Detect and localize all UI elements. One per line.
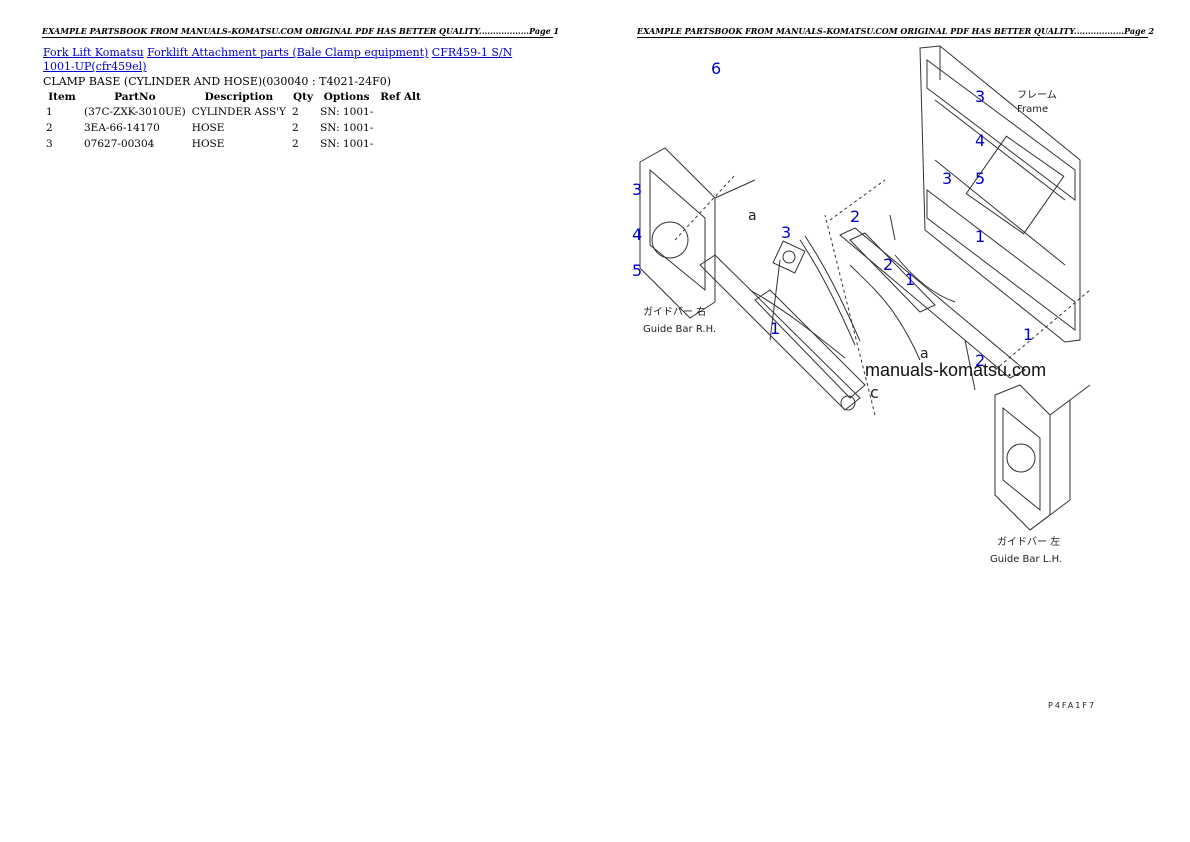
parts-table-header-row: Item PartNo Description Qty Options Ref … [43, 90, 425, 104]
cell-partno: 07627-00304 [84, 138, 155, 150]
cell-partno: (37C-ZXK-3010UE) [84, 106, 186, 118]
cell-options: SN: 1001- [320, 122, 374, 134]
exploded-parts-diagram: 6 3 4 3 5 1 3 4 5 2 3 2 1 1 1 2 フレーム Fra… [632, 45, 1096, 710]
cell-options: SN: 1001- [320, 106, 374, 118]
callout-6: 6 [711, 59, 721, 78]
cylinder-right-drawing [839, 214, 1026, 391]
cell-description: CYLINDER ASS'Y [191, 106, 286, 118]
page-2-header: EXAMPLE PARTSBOOK FROM MANUALS-KOMATSU.C… [637, 26, 1155, 38]
callout-3: 3 [781, 223, 791, 242]
callout-4: 4 [632, 225, 642, 244]
label-a-right: a [920, 346, 929, 362]
breadcrumb-link-attachment-parts[interactable]: Forklift Attachment parts (Bale Clamp eq… [147, 46, 429, 59]
cell-description: HOSE [191, 138, 225, 150]
label-c: c [870, 383, 879, 402]
col-header-item: Item [48, 91, 76, 103]
col-header-options: Options [323, 91, 370, 103]
callout-5: 5 [632, 261, 642, 280]
page-1-header: EXAMPLE PARTSBOOK FROM MANUALS-KOMATSU.C… [42, 26, 560, 38]
callout-3: 3 [942, 169, 952, 188]
page-1: EXAMPLE PARTSBOOK FROM MANUALS-KOMATSU.C… [42, 26, 560, 152]
callout-1: 1 [975, 227, 985, 246]
label-frame-jp: フレーム [1017, 89, 1057, 101]
cell-item: 3 [46, 138, 53, 150]
frame-drawing [919, 45, 1081, 343]
table-row: 2 3EA-66-14170 HOSE 2 SN: 1001- [43, 120, 425, 136]
cell-item: 2 [46, 122, 53, 134]
callout-3: 3 [975, 87, 985, 106]
guide-bar-lh-drawing [994, 384, 1091, 531]
cell-options: SN: 1001- [320, 138, 374, 150]
breadcrumb-link-model[interactable]: CFR459-1 S/N 1001-UP(cfr459el) [43, 46, 513, 73]
hoses-drawing [749, 235, 956, 361]
cell-ref-alt [376, 104, 425, 120]
col-header-ref-alt: Ref Alt [380, 91, 421, 103]
callout-1: 1 [770, 319, 780, 338]
table-row: 1 (37C-ZXK-3010UE) CYLINDER ASS'Y 2 SN: … [43, 104, 425, 120]
cylinder-left-drawing [699, 254, 866, 411]
callout-1: 1 [1023, 325, 1033, 344]
callout-2: 2 [883, 255, 893, 274]
callout-1: 1 [905, 270, 915, 289]
guide-bar-rh-drawing [639, 147, 756, 319]
col-header-qty: Qty [292, 91, 314, 103]
table-row: 3 07627-00304 HOSE 2 SN: 1001- [43, 136, 425, 152]
valve-block-drawing [772, 240, 806, 274]
diagram-labels: フレーム Frame ガイドバー 右 Guide Bar R.H. ガイドバー … [643, 89, 1096, 710]
cell-ref-alt [376, 120, 425, 136]
callout-3: 3 [632, 180, 642, 199]
parts-table: Item PartNo Description Qty Options Ref … [43, 90, 425, 152]
cell-description: HOSE [191, 122, 225, 134]
col-header-description: Description [204, 91, 274, 103]
cell-item: 1 [46, 106, 53, 118]
page-2: EXAMPLE PARTSBOOK FROM MANUALS-KOMATSU.C… [595, 0, 1190, 842]
callout-numbers: 6 3 4 3 5 1 3 4 5 2 3 2 1 1 1 2 [632, 59, 1033, 370]
label-guide-bar-lh-jp: ガイドバー 左 [997, 535, 1060, 548]
drawing-number: P4FA1F7 [1048, 701, 1096, 710]
callout-2: 2 [975, 351, 985, 370]
col-header-partno: PartNo [114, 91, 156, 103]
breadcrumb: Fork Lift Komatsu Forklift Attachment pa… [43, 46, 513, 74]
cell-qty: 2 [291, 138, 299, 150]
label-guide-bar-rh-en: Guide Bar R.H. [643, 324, 716, 335]
callout-4: 4 [975, 131, 985, 150]
callout-2: 2 [850, 207, 860, 226]
cell-qty: 2 [291, 106, 299, 118]
cell-partno: 3EA-66-14170 [84, 122, 160, 134]
callout-5: 5 [975, 169, 985, 188]
label-a-left: a [748, 208, 757, 224]
page-title: CLAMP BASE (CYLINDER AND HOSE)(030040 : … [43, 75, 392, 88]
cell-qty: 2 [291, 122, 299, 134]
label-guide-bar-lh-en: Guide Bar L.H. [990, 554, 1062, 565]
cell-ref-alt [376, 136, 425, 152]
leader-lines [674, 174, 1091, 416]
watermark: manuals-komatsu.com [865, 360, 1046, 380]
label-guide-bar-rh-jp: ガイドバー 右 [643, 305, 706, 318]
breadcrumb-link-fork-lift[interactable]: Fork Lift Komatsu [43, 46, 144, 59]
label-frame-en: Frame [1017, 104, 1048, 115]
